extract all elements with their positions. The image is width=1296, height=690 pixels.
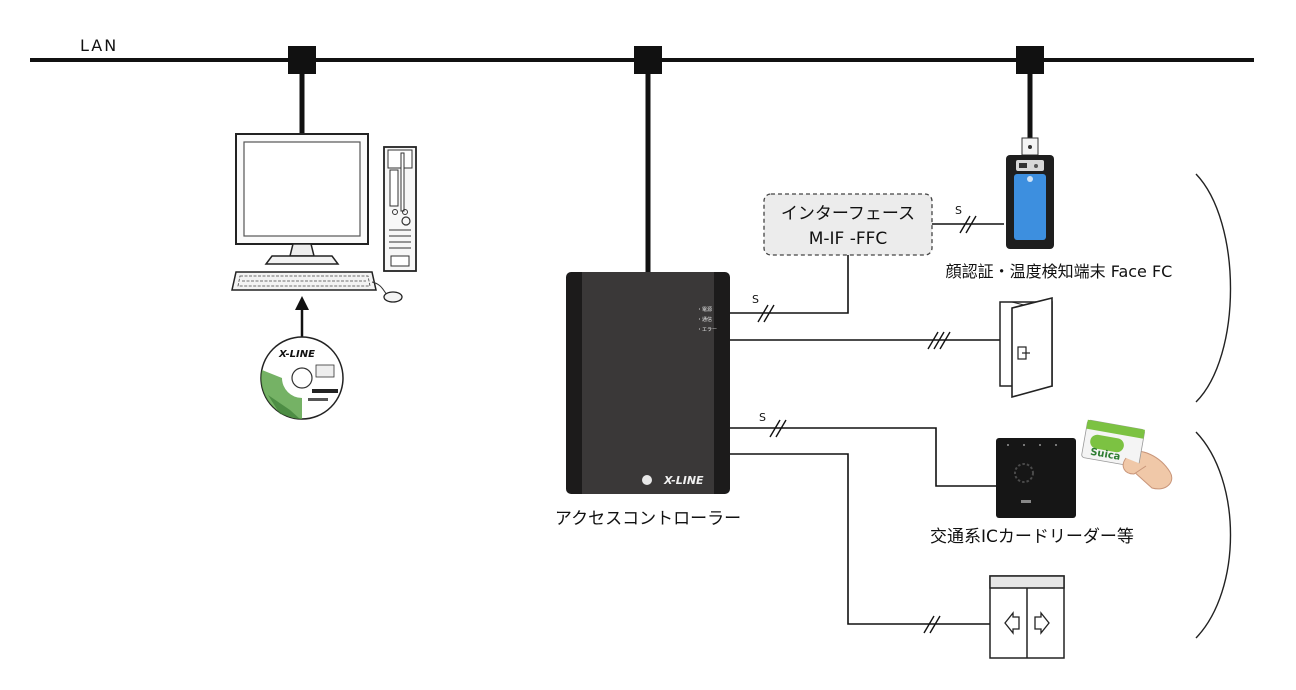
interface-model: M-IF -FFC bbox=[809, 229, 888, 249]
monitor-icon bbox=[235, 133, 369, 265]
controller-brand: X-LINE bbox=[663, 474, 704, 487]
ic-card-icon: Suica bbox=[1081, 419, 1173, 490]
signal-mark-face: S bbox=[955, 204, 962, 217]
lan-backbone: LAN bbox=[30, 36, 1254, 272]
door-icon bbox=[999, 296, 1053, 399]
flap-gate-icon bbox=[989, 575, 1065, 659]
keyboard-icon bbox=[231, 271, 377, 291]
gate-left-arrow-icon bbox=[1004, 611, 1020, 635]
bracket-upper bbox=[1195, 173, 1232, 403]
bracket-lower bbox=[1195, 431, 1232, 639]
controller-led-power: ・電源 bbox=[697, 306, 712, 313]
face-terminal: 顔認証・温度検知端末 Face FC bbox=[946, 137, 1173, 281]
group-brackets bbox=[1195, 173, 1232, 639]
controller-led-comm: ・通信 bbox=[697, 316, 712, 323]
interface-name: インターフェース bbox=[781, 204, 915, 224]
lan-hub-face-terminal bbox=[1016, 46, 1044, 74]
cd-title: X-LINE bbox=[278, 349, 315, 360]
gate-right-arrow-icon bbox=[1034, 611, 1050, 635]
mouse-icon bbox=[371, 281, 403, 303]
lan-label: LAN bbox=[80, 36, 118, 55]
signal-mark-reader: S bbox=[759, 411, 766, 424]
controller-label: アクセスコントローラー bbox=[555, 509, 741, 529]
face-terminal-label: 顔認証・温度検知端末 Face FC bbox=[946, 262, 1173, 281]
install-arrow-icon bbox=[295, 296, 309, 338]
lan-hub-pc bbox=[288, 46, 316, 74]
signal-mark-interface: S bbox=[752, 293, 759, 306]
card-reader: 交通系ICカードリーダー等 bbox=[930, 438, 1134, 547]
pc-workstation: X-LINE bbox=[231, 133, 417, 420]
controller-logo-icon bbox=[642, 475, 652, 485]
software-cd-icon: X-LINE bbox=[260, 336, 344, 420]
interface-box: インターフェース M-IF -FFC bbox=[763, 193, 933, 256]
ic-card-text: Suica bbox=[1089, 447, 1121, 463]
card-reader-label: 交通系ICカードリーダー等 bbox=[930, 527, 1134, 547]
pc-tower-icon bbox=[383, 146, 417, 272]
controller-led-error: ・エラー bbox=[697, 327, 717, 333]
lan-hub-controller bbox=[634, 46, 662, 74]
access-controller: ・電源 ・通信 ・エラー X-LINE アクセスコントローラー bbox=[555, 272, 741, 529]
wiring: S S S bbox=[730, 204, 1004, 634]
